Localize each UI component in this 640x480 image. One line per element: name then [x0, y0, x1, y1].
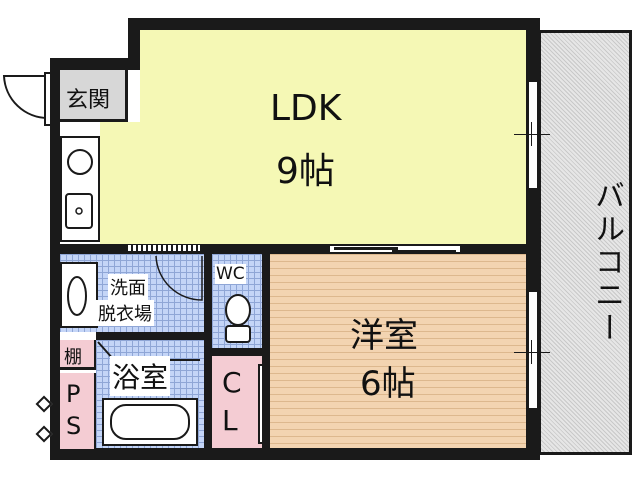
bathtub-inner [110, 404, 190, 440]
outer-wall-bottom [50, 448, 540, 460]
ldk-name: LDK [270, 88, 342, 129]
wc-label: WC [215, 264, 246, 284]
sink-icon [65, 193, 93, 229]
western-window-mark-v [531, 340, 532, 364]
wall-wc-right [262, 254, 270, 452]
western-window-mark-h [514, 352, 550, 353]
toilet-icon [225, 294, 251, 343]
western-room-name: 洋室 [350, 316, 418, 356]
closet-label-c: C [222, 366, 242, 399]
stove-icon [67, 149, 93, 175]
closet [212, 356, 262, 448]
closet-door [258, 364, 264, 444]
ldk-size: 9帖 [276, 151, 335, 192]
sliding-door-panel-a [334, 247, 398, 250]
entrance-label: 玄関 [66, 88, 111, 113]
pipe-space-label-s: S [66, 412, 82, 440]
closet-label-l: L [222, 404, 238, 437]
wall-middle-right [460, 244, 526, 254]
washroom-label-1: 洗面 [108, 274, 148, 300]
entrance-floor [60, 70, 128, 122]
washroom-label-2: 脱衣場 [96, 300, 154, 326]
ldk-window [527, 80, 539, 190]
washroom-door-swing-icon [155, 255, 203, 301]
ldk-window-mark-h [514, 134, 550, 135]
wall-washroom-bottom [96, 332, 206, 340]
bath-label: 浴室 [110, 356, 171, 396]
pipe-space-label-p: P [66, 380, 81, 408]
outer-wall-step-vertical [128, 18, 140, 70]
washbasin-bowl-icon [67, 276, 87, 316]
front-door-frame [44, 72, 52, 126]
washroom-opening [128, 245, 200, 251]
outer-wall-top-upper [128, 18, 540, 30]
ldk-window-mark-v [531, 122, 532, 146]
pipe-space [60, 373, 96, 449]
ldk-floor-lower [100, 122, 140, 248]
western-room-size: 6帖 [360, 364, 416, 404]
washbasin [60, 262, 98, 328]
outer-wall-top-lower [50, 58, 140, 70]
balcony-label: バルコニー [589, 180, 624, 345]
western-room-window [527, 290, 539, 410]
wall-wc-left [204, 254, 212, 452]
western-room-floor [270, 254, 526, 448]
wall-wc-bottom [212, 348, 266, 356]
ldk-floor [140, 30, 526, 248]
shelf-label: 棚 [64, 347, 82, 368]
shelf-area [60, 340, 96, 370]
sliding-door-panel-b [392, 250, 456, 253]
outer-wall-left [50, 58, 60, 460]
